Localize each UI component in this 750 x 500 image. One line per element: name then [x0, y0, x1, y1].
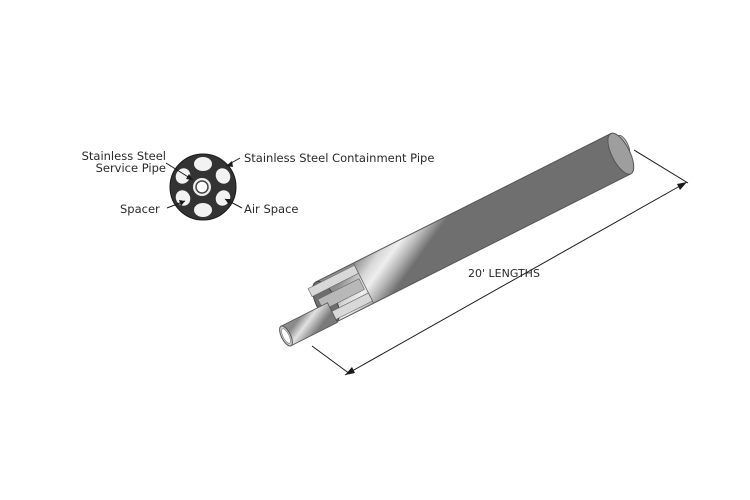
service-pipe-label-line1: Stainless Steel: [81, 149, 166, 163]
containment-pipe: [307, 132, 635, 325]
service-pipe-front-end: [279, 302, 338, 347]
containment-pipe-label: Stainless Steel Containment Pipe: [244, 151, 435, 165]
dimension-arrowheads: [345, 182, 687, 375]
air-space-pockets: [175, 157, 231, 217]
air-space-label: Air Space: [244, 202, 299, 216]
length-label: 20' LENGTHS: [468, 267, 540, 280]
service-pipe-label-line2: Service Pipe: [95, 161, 166, 175]
cross-section: [165, 153, 243, 221]
length-dimension: [311, 149, 689, 376]
leader-arrowheads: [179, 161, 233, 206]
service-pipe-label: Stainless Steel Service Pipe: [70, 150, 166, 174]
pipe-assembly: [279, 132, 689, 376]
spacer-label: Spacer: [120, 202, 160, 216]
